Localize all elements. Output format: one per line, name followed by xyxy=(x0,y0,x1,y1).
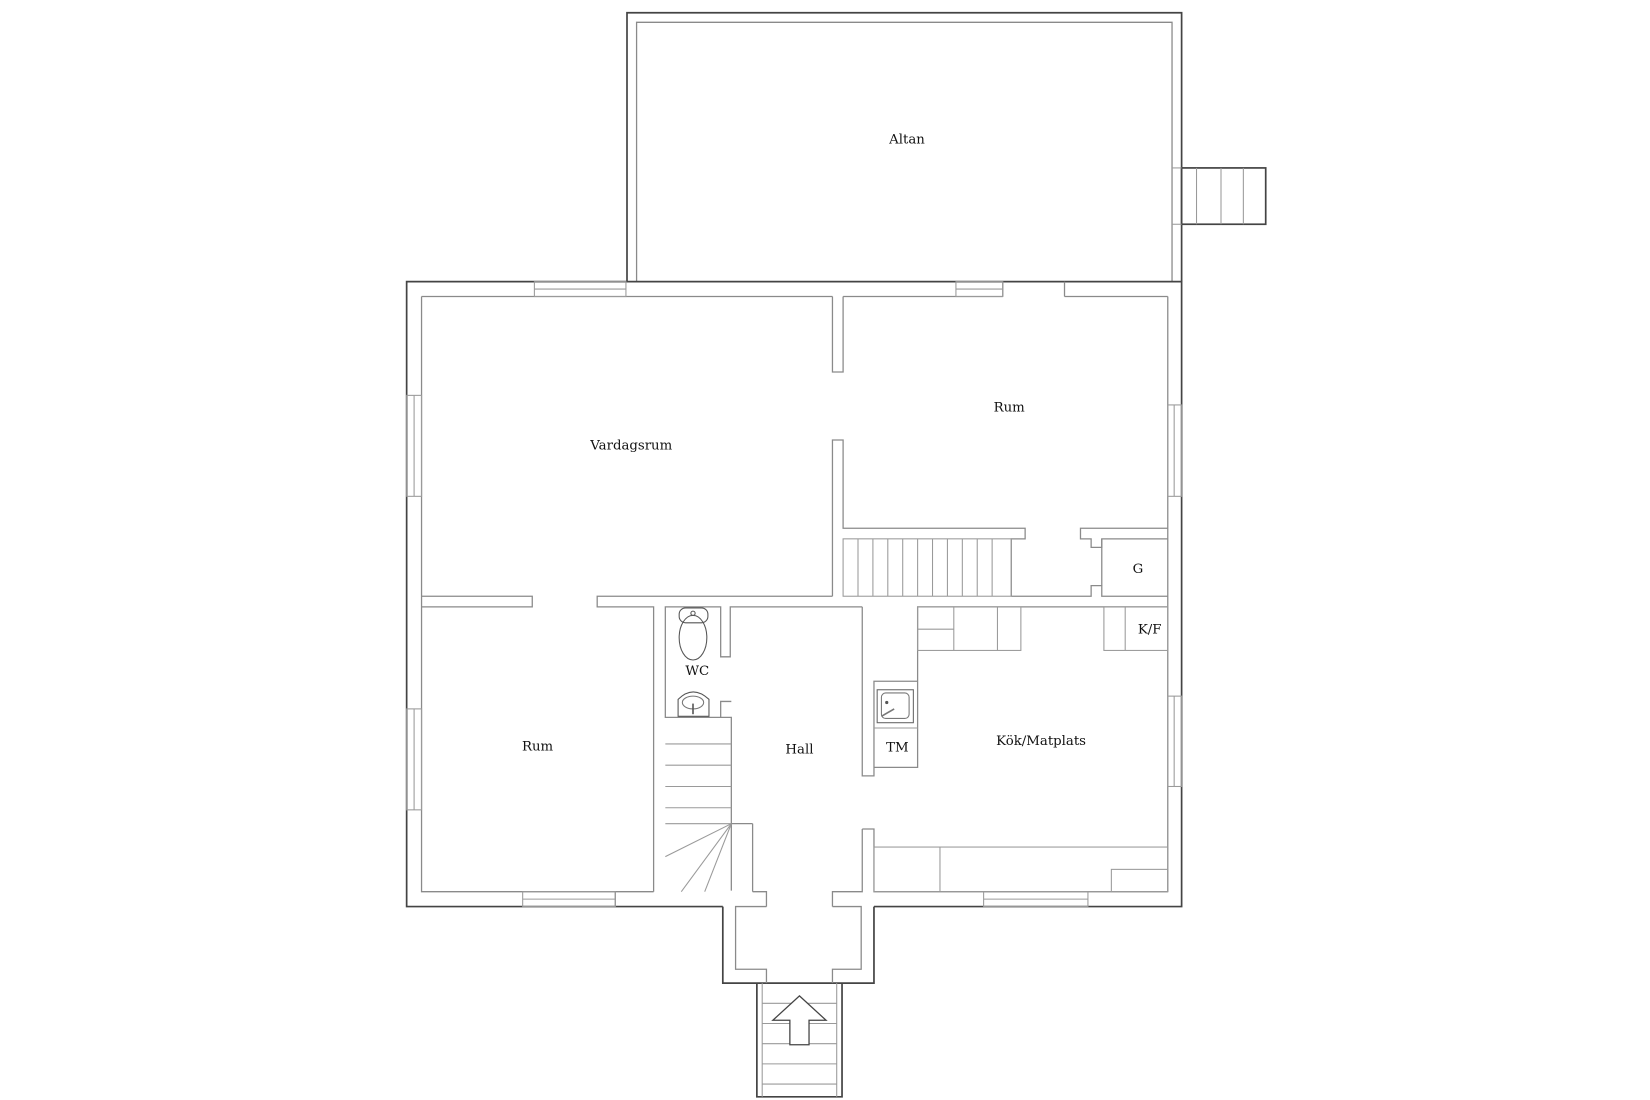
entrance-steps xyxy=(756,983,843,1098)
label-kok-matplats: Kök/Matplats xyxy=(996,734,1086,749)
label-g: G xyxy=(1133,562,1144,577)
staircase-north xyxy=(842,538,1012,597)
toilet-icon xyxy=(678,607,709,661)
label-hall: Hall xyxy=(785,743,813,758)
label-altan: Altan xyxy=(888,132,925,147)
entrance-vestibule xyxy=(721,905,875,984)
altan-terrace xyxy=(626,11,1183,282)
altan-steps xyxy=(1172,167,1267,226)
arrow-up-icon xyxy=(771,994,828,1046)
label-wc: WC xyxy=(685,664,709,679)
outer-walls xyxy=(405,280,1183,908)
kitchen-cabinets xyxy=(873,606,1169,893)
label-vardagsrum: Vardagsrum xyxy=(589,439,672,454)
windows xyxy=(406,281,1183,908)
interior-walls xyxy=(421,296,1168,907)
label-rum-west: Rum xyxy=(522,739,554,754)
label-rum-north: Rum xyxy=(994,400,1026,415)
washbasin-icon xyxy=(677,691,710,717)
label-tm: TM xyxy=(886,740,908,755)
staircase-hall xyxy=(665,743,732,893)
label-kf: K/F xyxy=(1138,622,1162,637)
sink-icon xyxy=(876,689,914,724)
